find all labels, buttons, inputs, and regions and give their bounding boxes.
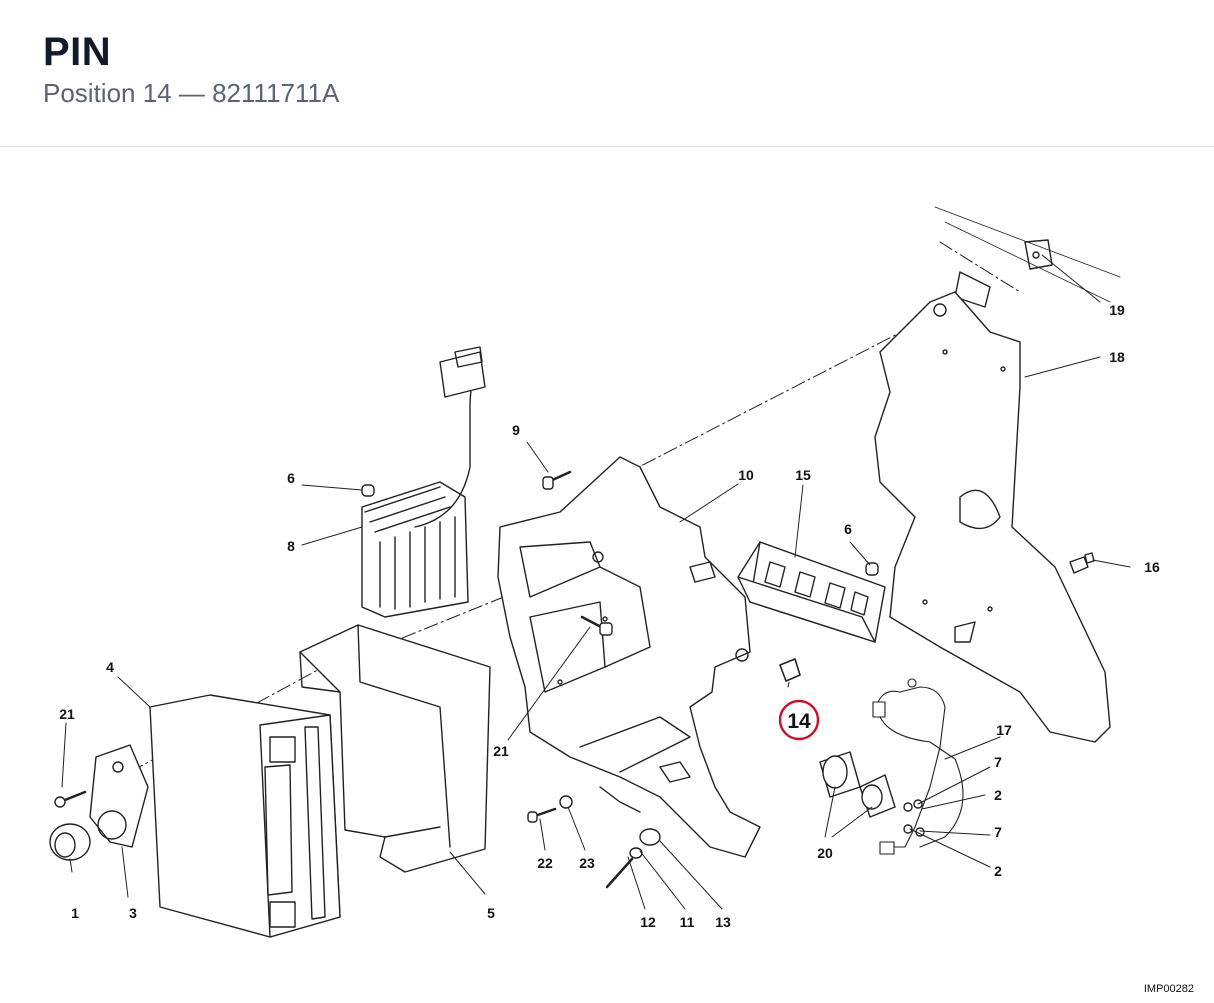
callout-c7b[interactable]: 7 (994, 824, 1002, 840)
callout-c2b[interactable]: 2 (994, 863, 1002, 879)
callout-c10[interactable]: 10 (738, 467, 754, 483)
callout-c13[interactable]: 13 (715, 914, 731, 930)
callout-c23[interactable]: 23 (579, 855, 595, 871)
callout-c20[interactable]: 20 (817, 845, 833, 861)
part-position-subtitle: Position 14 — 82111711A (43, 78, 340, 108)
callout-c9[interactable]: 9 (512, 422, 520, 438)
callout-c6b[interactable]: 6 (844, 521, 852, 537)
callout-c22[interactable]: 22 (537, 855, 553, 871)
washer-23-part (559, 795, 573, 809)
main-bracket-part (497, 456, 761, 858)
callout-c5[interactable]: 5 (487, 905, 495, 921)
screw-12-part (605, 857, 634, 889)
regulator-8-part (361, 346, 486, 618)
nut-washer-set-part (903, 799, 925, 837)
pin-14-part (779, 658, 801, 682)
bolt-9-part (542, 470, 572, 490)
callout-c11[interactable]: 11 (680, 914, 695, 930)
highlight-ring (778, 699, 820, 741)
grommet-13-part (639, 828, 661, 846)
wiring-harness-17-part (872, 678, 964, 855)
callout-c7a[interactable]: 7 (994, 754, 1002, 770)
callout-c2a[interactable]: 2 (994, 787, 1002, 803)
image-code: IMP00282 (1143, 983, 1194, 995)
side-panel-part (874, 206, 1121, 743)
callout-c6a[interactable]: 6 (287, 470, 295, 486)
clip-nut-part (1024, 239, 1053, 270)
screw-21-left-part (54, 790, 87, 808)
rubber-block-part (737, 541, 886, 643)
callout-c17[interactable]: 17 (996, 722, 1012, 738)
grommet-1-part (49, 823, 91, 861)
grommet-6-left-part (361, 484, 375, 497)
exploded-parts-diagram: 14 1223456677891011121315161718192021212… (49, 206, 1160, 938)
screw-16-part (1069, 552, 1095, 574)
screw-22-part (527, 807, 557, 823)
callout-c8[interactable]: 8 (287, 538, 295, 554)
relay-20-part (819, 751, 896, 818)
grommet-6-right-part (865, 562, 879, 576)
page-title: PIN (43, 30, 112, 74)
callout-c18[interactable]: 18 (1109, 349, 1125, 365)
callout-c4[interactable]: 4 (106, 659, 114, 675)
highlighted-position-label[interactable]: 14 (787, 710, 811, 733)
callout-c1[interactable]: 1 (71, 905, 79, 921)
bracket-3-part (89, 744, 149, 848)
callout-c12[interactable]: 12 (640, 914, 656, 930)
callout-c21b[interactable]: 21 (493, 743, 509, 759)
page-header: PIN Position 14 — 82111711A (0, 0, 1214, 147)
callout-c21a[interactable]: 21 (59, 706, 75, 722)
ecu-unit-4-part (149, 694, 341, 938)
bolt-21-part (580, 615, 613, 636)
callout-c16[interactable]: 16 (1144, 559, 1160, 575)
callout-c19[interactable]: 19 (1109, 302, 1125, 318)
leader-lines (61, 254, 1131, 910)
washer-11-part (629, 847, 643, 859)
cover-box-part (299, 624, 491, 873)
callout-c3[interactable]: 3 (129, 905, 137, 921)
callout-c15[interactable]: 15 (795, 467, 811, 483)
